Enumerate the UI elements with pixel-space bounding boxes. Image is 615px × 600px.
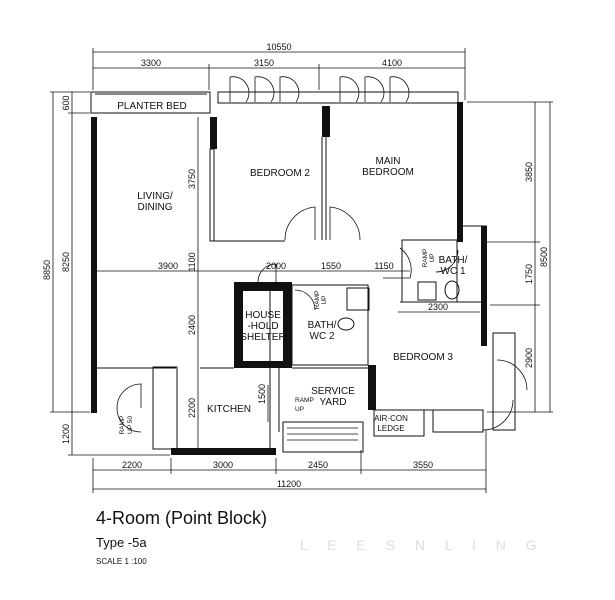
label-planter-bed: PLANTER BED <box>117 101 186 112</box>
label-up-50: UP 50 <box>127 416 134 434</box>
dim-inner-2: 1100 <box>187 252 197 271</box>
dim-bath1-width: 2300 <box>428 302 448 312</box>
dim-bottom-2: 3000 <box>213 460 233 470</box>
label-bath-1: BATH/ <box>439 255 468 266</box>
left-dimensions: 8850 8250 600 1200 <box>42 91 170 456</box>
dim-mid-3: 1550 <box>321 261 341 271</box>
label-yard: YARD <box>319 397 346 408</box>
label-service: SERVICE <box>311 386 355 397</box>
bottom-dimensions: 2200 3000 2450 3550 11200 <box>92 430 487 493</box>
right-dimensions: 3850 1750 2900 8500 <box>467 101 553 413</box>
dim-bottom-total: 11200 <box>277 479 301 489</box>
dim-inner-1: 3750 <box>187 169 197 189</box>
label-bedroom-2: BEDROOM 2 <box>250 168 310 179</box>
dim-inner-4: 2200 <box>187 398 197 418</box>
label-ramp-1: RAMP <box>422 249 429 268</box>
label-up-2: UP <box>321 295 328 304</box>
watermark: L E E S N L I N G <box>300 537 545 553</box>
dim-left-total: 8850 <box>42 260 52 280</box>
label-main-bedroom: BEDROOM <box>362 167 414 178</box>
label-house: HOUSE <box>245 310 281 321</box>
label-ramp-3: RAMP <box>295 397 314 404</box>
walls <box>90 91 516 455</box>
plan-title: 4-Room (Point Block) <box>96 508 268 528</box>
label-main: MAIN <box>376 156 401 167</box>
dim-left-top: 600 <box>61 95 71 110</box>
dim-left-mid: 8250 <box>61 252 71 272</box>
inner-dimensions: 3900 2000 1550 1150 2300 3750 1100 2400 … <box>97 117 480 448</box>
door-swings <box>116 76 528 433</box>
label-ledge: LEDGE <box>377 424 404 433</box>
dim-bottom-3: 2450 <box>308 460 328 470</box>
dim-bottom-1: 2200 <box>122 460 142 470</box>
dim-right-1: 3850 <box>524 162 534 182</box>
dim-right-3: 2900 <box>524 348 534 368</box>
dim-inner-3: 2400 <box>187 315 197 335</box>
label-bedroom-3: BEDROOM 3 <box>393 352 453 363</box>
label-dining: DINING <box>138 202 173 213</box>
room-labels: PLANTER BED LIVING/ DINING BEDROOM 2 MAI… <box>117 101 467 434</box>
label-bath-2: BATH/ <box>308 320 337 331</box>
plan-scale: SCALE 1 :100 <box>96 557 147 566</box>
label-kitchen: KITCHEN <box>207 404 251 415</box>
dim-mid-4: 1150 <box>374 261 393 271</box>
label-up-3: UP <box>295 406 304 413</box>
dim-mid-2: 2000 <box>266 261 286 271</box>
dim-top-total: 10550 <box>266 42 291 52</box>
dim-right-2: 1750 <box>524 264 534 284</box>
dim-right-total: 8500 <box>539 247 549 267</box>
label-hold: -HOLD <box>247 321 278 332</box>
label-ramp-2: RAMP <box>314 291 321 310</box>
label-aircon: AIR-CON <box>374 414 408 423</box>
top-dimensions: 10550 3300 3150 4100 <box>92 42 466 100</box>
dim-left-bottom: 1200 <box>61 424 71 444</box>
plan-type: Type -5a <box>96 535 147 550</box>
label-wc-1: WC 1 <box>441 266 466 277</box>
label-shelter: SHELTER <box>240 332 285 343</box>
dim-yard: 1500 <box>257 384 267 404</box>
dim-top-3: 4100 <box>382 58 402 68</box>
dim-top-2: 3150 <box>254 58 274 68</box>
label-living: LIVING/ <box>137 191 173 202</box>
label-ramp-4: RAMP <box>119 416 126 435</box>
dim-top-1: 3300 <box>141 58 161 68</box>
dim-bottom-4: 3550 <box>413 460 433 470</box>
label-wc-2: WC 2 <box>310 331 335 342</box>
dim-mid-1: 3900 <box>158 261 178 271</box>
label-up-1: UP <box>429 253 436 262</box>
